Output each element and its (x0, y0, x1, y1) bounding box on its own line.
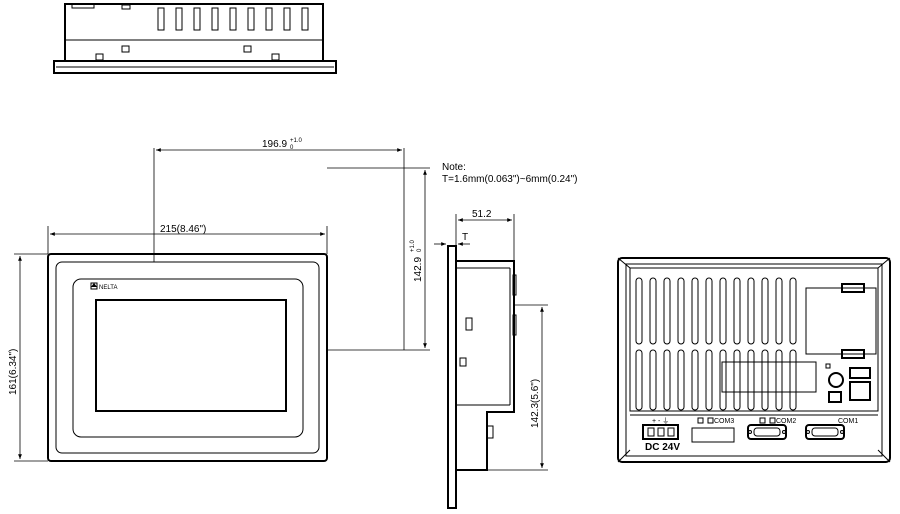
svg-text:+1.0: +1.0 (410, 239, 416, 252)
svg-text:0: 0 (290, 145, 294, 151)
depth-label: 51.2 (472, 209, 492, 220)
dim-cutout-width: 196.9 +1.0 0 (153, 138, 405, 350)
com3-port: COM3 (691, 417, 735, 443)
power-connector: + - ⏚ DC 24V (642, 417, 680, 453)
rear-vents (635, 277, 797, 411)
height-label: 161(6.34") (8, 349, 19, 395)
com2-port: COM2 (747, 417, 796, 440)
dim-t: T (434, 232, 470, 246)
dim-height: 161(6.34") (8, 253, 48, 462)
width-label: 215(8.46") (160, 224, 206, 235)
note-title: Note: (442, 162, 466, 173)
front-view: NELTA (47, 253, 328, 462)
usb-lan-ports (825, 363, 871, 403)
power-pins-label: + - ⏚ (652, 417, 669, 425)
cutout-width-label: 196.9 (262, 139, 287, 150)
com1-label: COM1 (838, 418, 858, 425)
note-block: Note: T=1.6mm(0.063")~6mm(0.24") (442, 162, 577, 185)
com2-label: COM2 (776, 418, 796, 425)
com1-port: COM1 (805, 418, 858, 440)
dim-width: 215(8.46") (47, 224, 328, 254)
logo-text: NELTA (99, 285, 117, 291)
side-view (447, 245, 517, 509)
side-height-label: 142.3(5.6") (530, 379, 541, 428)
top-view (53, 3, 337, 74)
card-slot-cover (805, 283, 877, 359)
svg-text:0: 0 (417, 248, 423, 252)
cutout-height-label: 142.9 (413, 257, 424, 282)
t-label: T (462, 232, 468, 243)
dim-side-height: 142.3(5.6") (487, 304, 548, 471)
rear-view: + - ⏚ DC 24V COM3 COM2 COM1 (617, 257, 891, 463)
note-text: T=1.6mm(0.063")~6mm(0.24") (442, 174, 577, 185)
top-vents (157, 7, 309, 31)
svg-text:+1.0: +1.0 (290, 138, 303, 144)
dim-depth: 51.2 (455, 209, 515, 261)
dim-cutout-height: 142.9 +1.0 0 (327, 167, 430, 351)
power-label: DC 24V (645, 442, 680, 453)
brand-logo: NELTA (90, 282, 117, 291)
com3-label: COM3 (714, 418, 734, 425)
